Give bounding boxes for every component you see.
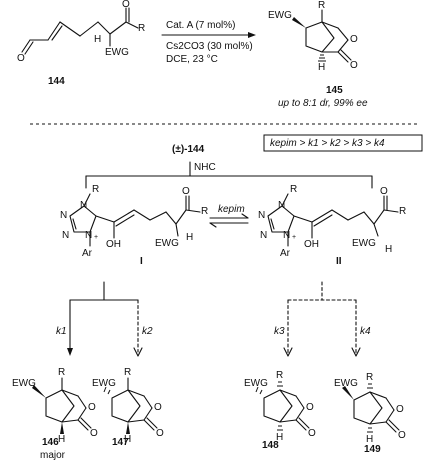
- racemic-144-label: (±)-144: [172, 144, 205, 155]
- nhc-label: NHC: [194, 162, 216, 173]
- product-149-structure: [342, 383, 400, 433]
- atom-ewg-145: EWG: [268, 10, 292, 21]
- atom-n3-II: N: [260, 230, 268, 241]
- atom-ewg-146: EWG: [12, 378, 36, 389]
- atom-n2-II: N: [258, 210, 266, 221]
- atom-r-146: R: [58, 367, 66, 378]
- product-147-structure: [103, 377, 158, 434]
- atom-n1-I: N: [80, 200, 88, 211]
- intermediate-II-structure: [267, 193, 399, 247]
- rate-k1: k1: [56, 326, 67, 337]
- atom-o-I: O: [182, 186, 190, 197]
- atom-r-145: R: [318, 0, 326, 11]
- atom-ewg-I: EWG: [155, 238, 179, 249]
- atom-ewg-144: EWG: [105, 47, 129, 58]
- compound-146-note: major: [40, 450, 66, 461]
- atom-r-II: R: [399, 206, 407, 217]
- atom-h-II: H: [385, 244, 393, 255]
- atom-n4-II: N: [283, 230, 291, 241]
- conditions-catalyst: Cat. A (7 mol%): [166, 20, 236, 31]
- forward-arrow: [161, 32, 256, 38]
- atom-o-carbonyl-149: O: [398, 430, 406, 441]
- atom-oh-I: OH: [106, 239, 121, 250]
- atom-n1-II: N: [278, 200, 286, 211]
- conditions-solvent: DCE, 23 °C: [166, 54, 218, 65]
- compound-145-label: 145: [326, 85, 343, 96]
- rate-order-text: kepim > k1 > k2 > k3 > k4: [270, 138, 385, 149]
- atom-n4-I: N: [85, 230, 93, 241]
- atom-ewg-148: EWG: [244, 378, 268, 389]
- atom-o-ring-145: O: [350, 34, 358, 45]
- product-148-structure: [255, 381, 310, 431]
- compound-144-label: 144: [48, 76, 65, 87]
- charge-plus-II: +: [292, 234, 297, 241]
- atom-r-149: R: [366, 372, 374, 383]
- compound-146-label: 146: [42, 437, 59, 448]
- compound-149-label: 149: [364, 444, 381, 455]
- compound-147-label: 147: [112, 437, 129, 448]
- atom-h-149: H: [366, 434, 374, 445]
- branch-from-II: [283, 281, 361, 357]
- rate-k2: k2: [142, 326, 153, 337]
- atom-oh-II: OH: [304, 239, 319, 250]
- conditions-base: Cs2CO3 (30 mol%): [166, 41, 253, 52]
- kepim-label: kepim: [218, 204, 245, 215]
- charge-plus-I: +: [94, 234, 99, 241]
- atom-o-ketone: O: [122, 0, 130, 10]
- atom-r-I-n: R: [92, 184, 100, 195]
- nhc-bracket: [85, 161, 373, 189]
- atom-o-ring-147: O: [154, 402, 162, 413]
- atom-ewg-147: EWG: [92, 378, 116, 389]
- selectivity-note: up to 8:1 dr, 99% ee: [278, 98, 368, 109]
- branch-from-I: [67, 281, 143, 357]
- rate-k3: k3: [274, 326, 285, 337]
- atom-h-I: H: [186, 232, 194, 243]
- atom-o-carbonyl-146: O: [90, 428, 98, 439]
- atom-n3-I: N: [62, 230, 70, 241]
- atom-n2-I: N: [60, 210, 68, 221]
- intermediate-II-label: II: [336, 256, 342, 267]
- atom-h-144: H: [94, 34, 102, 45]
- epimerization-equilibrium: [209, 213, 249, 228]
- atom-o-carbonyl-145: O: [350, 60, 358, 71]
- atom-r-II-n: R: [290, 184, 298, 195]
- atom-h-147: H: [124, 434, 132, 445]
- atom-h-145: H: [318, 62, 326, 73]
- atom-r-144: R: [138, 23, 146, 34]
- atom-o-ring-149: O: [396, 404, 404, 415]
- intermediate-I-structure: [69, 193, 201, 247]
- atom-ar-II: Ar: [280, 248, 290, 259]
- product-146-structure: [32, 377, 92, 434]
- intermediate-I-label: I: [140, 256, 143, 267]
- product-145-structure: [292, 9, 352, 63]
- atom-r-148: R: [276, 370, 284, 381]
- atom-r-147: R: [124, 367, 132, 378]
- atom-o-ring-148: O: [306, 402, 314, 413]
- compound-148-label: 148: [262, 440, 279, 451]
- rate-order-box: [263, 134, 423, 152]
- atom-h-148: H: [276, 432, 284, 443]
- atom-ewg-II: EWG: [352, 238, 376, 249]
- atom-o-ring-146: O: [88, 402, 96, 413]
- atom-h-146: H: [58, 434, 66, 445]
- atom-o-aldehyde: O: [17, 53, 25, 64]
- atom-o-carbonyl-147: O: [156, 428, 164, 439]
- rate-k4: k4: [360, 326, 371, 337]
- atom-ar-I: Ar: [82, 248, 92, 259]
- atom-ewg-149: EWG: [334, 378, 358, 389]
- atom-o-carbonyl-148: O: [308, 428, 316, 439]
- atom-r-I: R: [201, 206, 209, 217]
- substrate-144-structure: [21, 7, 139, 55]
- atom-o-II: O: [380, 186, 388, 197]
